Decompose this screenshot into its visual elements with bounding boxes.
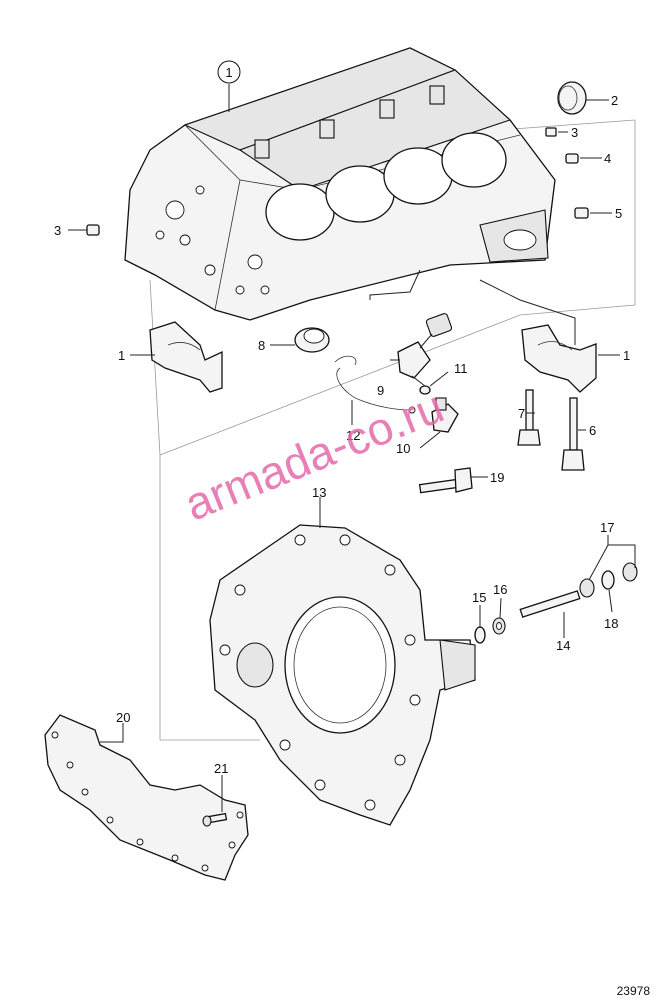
callout-label: 7 — [518, 406, 525, 421]
nut-16 — [492, 617, 506, 635]
callout-label: 17 — [600, 520, 614, 535]
reference-frame-lines — [149, 119, 636, 741]
callout-label: 4 — [604, 151, 611, 166]
flywheel-housing — [209, 524, 476, 826]
callout-label: 3 — [54, 223, 61, 238]
callout-label: 19 — [490, 470, 504, 485]
callout-1-block: 1 — [217, 60, 241, 84]
seal-ring — [294, 327, 330, 353]
callout-label: 15 — [472, 590, 486, 605]
callout-label: 5 — [615, 206, 622, 221]
callout-label: 20 — [116, 710, 130, 725]
callout-label: 13 — [312, 485, 326, 500]
callout-label: 12 — [346, 428, 360, 443]
callout-label: 3 — [571, 125, 578, 140]
cover-screw — [202, 812, 228, 827]
engine-block — [124, 47, 556, 321]
callout-label: 14 — [556, 638, 570, 653]
leader-lines — [68, 84, 636, 812]
nut-17 — [579, 562, 638, 598]
expansion-plug — [557, 81, 587, 115]
housing-bolt — [418, 467, 473, 494]
callout-label: 8 — [258, 338, 265, 353]
main-bearing-cap-right — [521, 324, 597, 393]
oil-pressure-sensor — [397, 313, 453, 379]
callout-label: 1 — [623, 348, 630, 363]
stud — [519, 590, 581, 618]
callout-label: 1 — [225, 65, 232, 80]
callout-label: 10 — [396, 441, 410, 456]
callout-label: 16 — [493, 582, 507, 597]
washer-15 — [474, 626, 486, 644]
figure-number: 23978 — [617, 984, 651, 998]
callout-label: 18 — [604, 616, 618, 631]
cover-plate — [44, 714, 249, 881]
callout-label: 1 — [118, 348, 125, 363]
callout-label: 21 — [214, 761, 228, 776]
callout-label: 6 — [589, 423, 596, 438]
callout-label: 2 — [611, 93, 618, 108]
bearing-cap-bolt-7 — [517, 389, 541, 446]
sensor-plug — [431, 397, 459, 433]
callout-label: 9 — [377, 383, 384, 398]
callout-label: 11 — [454, 361, 468, 376]
main-bearing-cap-left — [149, 321, 223, 393]
bearing-cap-bolt-6 — [561, 397, 585, 471]
sensor-clip — [334, 355, 416, 414]
small-plugs — [86, 127, 589, 236]
washer-18 — [601, 570, 615, 590]
